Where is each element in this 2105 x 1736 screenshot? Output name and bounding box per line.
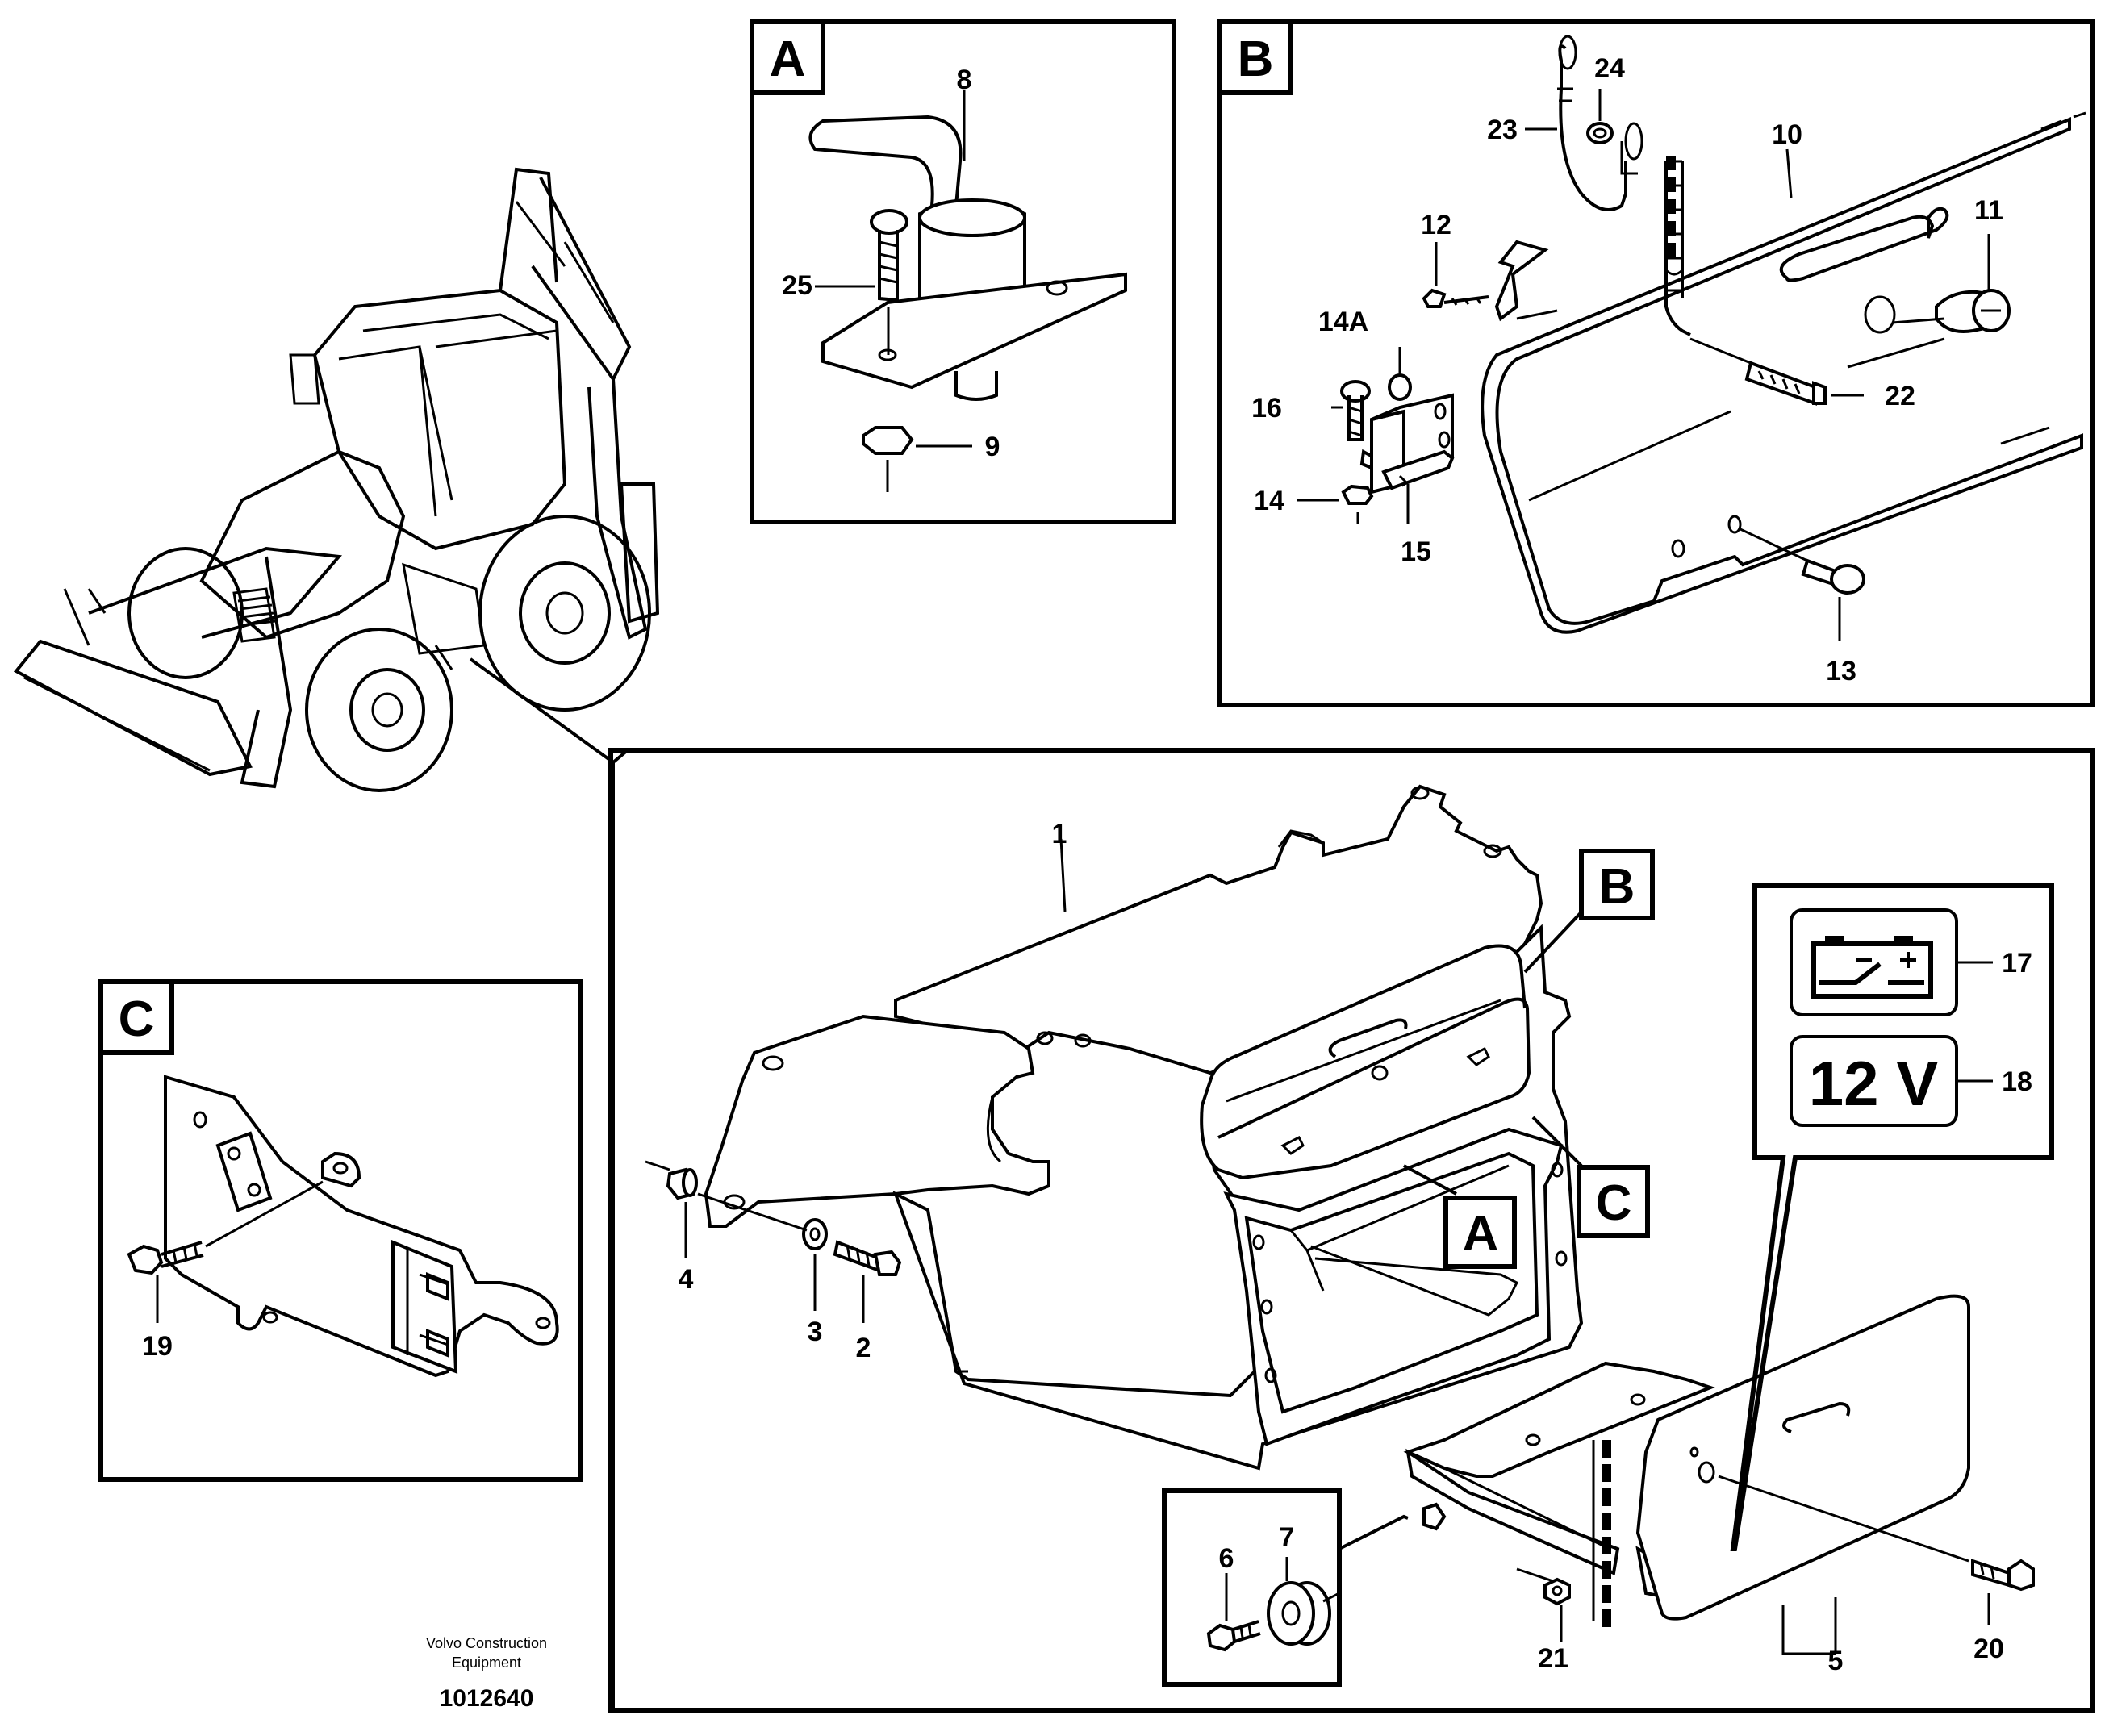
- part-2-label: 2: [856, 1333, 871, 1363]
- part-3-label: 3: [808, 1317, 823, 1347]
- brand-line-1: Volvo Construction: [426, 1635, 547, 1651]
- view-a-tag: A: [770, 31, 806, 87]
- battery-box-assembly: 1 4 3 2 21 5 20: [645, 156, 2035, 1676]
- battery-switch-icon: [1811, 936, 1933, 999]
- view-a-panel: A 8 25 9: [750, 19, 1176, 524]
- callout-b-tag: B: [1599, 859, 1635, 915]
- part-14a-label: 14A: [1318, 307, 1368, 337]
- part-10-label: 10: [1772, 119, 1802, 150]
- part-21-label: 21: [1538, 1643, 1568, 1674]
- strap-dashed: [1592, 1440, 1611, 1627]
- backhoe-loader-illustration: [13, 167, 660, 792]
- callout-a-tag: A: [1463, 1206, 1499, 1262]
- part-12-label: 12: [1421, 210, 1451, 240]
- part-14-label: 14: [1254, 486, 1284, 516]
- part-18-label: 18: [2002, 1066, 2032, 1097]
- part-13-label: 13: [1826, 656, 1856, 686]
- detail-6-7-panel: 6 7: [1162, 1488, 1409, 1687]
- main-callout-a: A: [1443, 1196, 1517, 1269]
- main-callout-b: B: [1579, 849, 1655, 920]
- brand-line-2: Equipment: [452, 1655, 521, 1671]
- part-23-label: 23: [1487, 115, 1518, 145]
- view-c-tag: C: [119, 991, 155, 1047]
- part-11-label: 11: [1974, 195, 2003, 226]
- main-view-frame: [608, 748, 2095, 1713]
- part-22-label: 22: [1885, 381, 1915, 411]
- part-1-label: 1: [1052, 819, 1067, 849]
- view-b-tag: B: [1238, 31, 1274, 87]
- drawing-number: 1012640: [440, 1685, 534, 1712]
- part-15-label: 15: [1401, 536, 1431, 567]
- part-7-label: 7: [1280, 1522, 1295, 1553]
- part-9-label: 9: [985, 432, 1000, 462]
- part-4-label: 4: [679, 1264, 694, 1295]
- main-callout-c: C: [1577, 1165, 1650, 1238]
- voltage-decal-text: 12 V: [1809, 1048, 1938, 1119]
- part-25-label: 25: [782, 270, 812, 301]
- view-c-panel: C 19: [98, 979, 583, 1482]
- part-17-label: 17: [2002, 948, 2032, 979]
- part-5-label: 5: [1828, 1646, 1844, 1676]
- part-19-label: 19: [142, 1331, 173, 1362]
- decals-panel: 12 V 17 18: [1730, 883, 2054, 1551]
- view-b-panel: B: [1217, 19, 2095, 707]
- part-16-label: 16: [1251, 393, 1282, 424]
- part-6-label: 6: [1219, 1543, 1234, 1574]
- footer: Volvo Construction Equipment 1012640: [426, 1635, 547, 1712]
- part-24-label: 24: [1594, 53, 1625, 84]
- strap-dashed-b: [1666, 156, 1676, 257]
- callout-c-tag: C: [1596, 1175, 1632, 1231]
- part-8-label: 8: [957, 65, 972, 95]
- part-20-label: 20: [1973, 1634, 2004, 1664]
